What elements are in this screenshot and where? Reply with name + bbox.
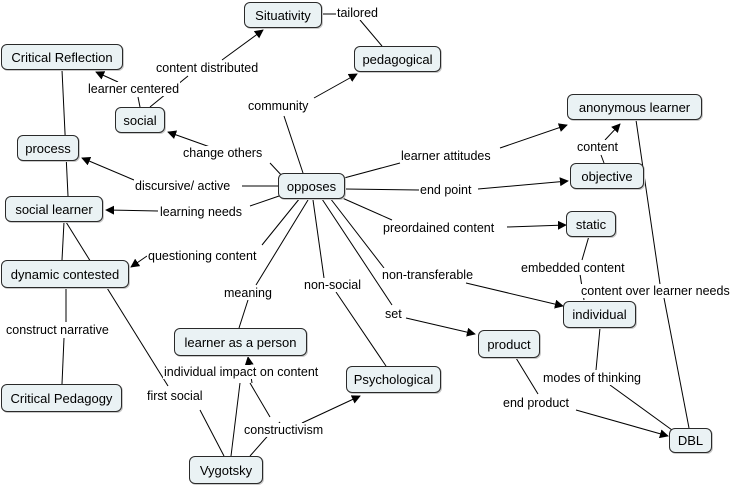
link-label-content: content: [576, 140, 620, 154]
link-label-first-social: first social: [146, 389, 204, 403]
link-arrow: [506, 220, 567, 230]
link-line: [261, 197, 301, 246]
link-arrow: [604, 123, 621, 141]
link-line: [61, 221, 65, 261]
link-label-individual-impact-on-content: individual impact on content: [163, 365, 320, 379]
node-vygotsky[interactable]: Vygotsky: [189, 456, 263, 484]
link-line: [600, 154, 605, 164]
link-line: [238, 299, 249, 329]
link-line: [609, 384, 673, 431]
link-arrow: [167, 130, 211, 148]
link-label-end-product: end product: [502, 396, 571, 410]
link-arrow: [499, 123, 568, 149]
link-line: [339, 196, 393, 221]
node-critical-pedagogy[interactable]: Critical Pedagogy: [1, 384, 122, 412]
link-label-constructivism: constructivism: [243, 423, 325, 437]
link-arrow: [313, 73, 358, 99]
link-label-non-social: non-social: [303, 278, 362, 292]
link-label-discursive-active: discursive/ active: [134, 179, 232, 193]
link-arrow: [95, 71, 119, 83]
node-social-learner[interactable]: social learner: [5, 196, 103, 222]
link-arrow: [465, 282, 564, 309]
link-line: [249, 194, 283, 207]
link-arrow: [575, 409, 669, 439]
link-line: [329, 197, 385, 269]
link-line: [61, 69, 69, 197]
link-label-set: set: [384, 307, 403, 321]
node-psychological[interactable]: Psychological: [346, 366, 441, 393]
link-line: [359, 19, 383, 47]
link-line: [312, 199, 325, 279]
node-dbl[interactable]: DBL: [669, 428, 712, 453]
link-line: [137, 96, 141, 108]
link-line: [199, 409, 225, 457]
link-line: [581, 235, 590, 261]
link-label-end-point: end point: [419, 183, 473, 197]
link-line: [344, 188, 420, 191]
link-line: [343, 162, 401, 179]
link-line: [321, 198, 393, 306]
link-line: [249, 382, 271, 418]
link-label-learner-attitudes: learner attitudes: [400, 149, 492, 163]
link-arrow: [105, 205, 159, 215]
node-anonymous-learner[interactable]: anonymous learner: [567, 94, 702, 120]
link-label-preordained-content: preordained content: [382, 221, 496, 235]
link-line: [515, 357, 539, 395]
link-line: [635, 119, 661, 285]
link-label-content-distributed: content distributed: [155, 61, 260, 75]
node-product[interactable]: product: [478, 330, 540, 358]
link-label-tailored: tailored: [336, 6, 379, 20]
node-learner-as-a-person[interactable]: learner as a person: [174, 328, 307, 356]
link-label-non-transferable: non-transferable: [381, 268, 475, 282]
link-label-meaning: meaning: [223, 286, 273, 300]
node-individual[interactable]: individual: [563, 301, 636, 328]
link-arrow: [81, 157, 135, 181]
link-label-modes-of-thinking: modes of thinking: [542, 371, 642, 385]
link-line: [595, 327, 601, 371]
node-dynamic-contested[interactable]: dynamic contested: [1, 260, 129, 288]
node-opposes[interactable]: opposes: [278, 173, 345, 199]
node-static[interactable]: static: [566, 211, 616, 237]
link-line: [255, 199, 309, 286]
node-process[interactable]: process: [17, 135, 79, 161]
link-line: [230, 382, 241, 457]
link-arrow: [130, 255, 148, 268]
link-arrow: [301, 395, 361, 424]
link-label-change-others: change others: [182, 146, 264, 160]
link-label-construct-narrative: construct narrative: [5, 323, 110, 337]
link-arrow: [405, 317, 476, 337]
link-line: [335, 291, 387, 367]
link-line: [61, 337, 65, 385]
link-line: [663, 297, 690, 429]
link-arrow: [477, 177, 569, 190]
link-label-learning-needs: learning needs: [159, 205, 244, 219]
node-objective[interactable]: objective: [570, 163, 644, 189]
node-critical-reflection[interactable]: Critical Reflection: [1, 44, 123, 70]
link-line: [65, 221, 169, 387]
node-pedagogical[interactable]: pedagogical: [354, 46, 441, 72]
node-social[interactable]: social: [115, 107, 165, 133]
link-arrow: [221, 29, 264, 61]
link-label-embedded-content: embedded content: [520, 261, 626, 275]
link-line: [283, 115, 304, 174]
link-label-community: community: [247, 99, 310, 113]
link-label-content-over-learner-needs: content over learner needs: [580, 284, 731, 298]
node-situativity[interactable]: Situativity: [244, 2, 322, 28]
link-label-learner-centered: learner centered: [87, 82, 181, 96]
link-label-questioning-content: questioning content: [147, 249, 258, 263]
